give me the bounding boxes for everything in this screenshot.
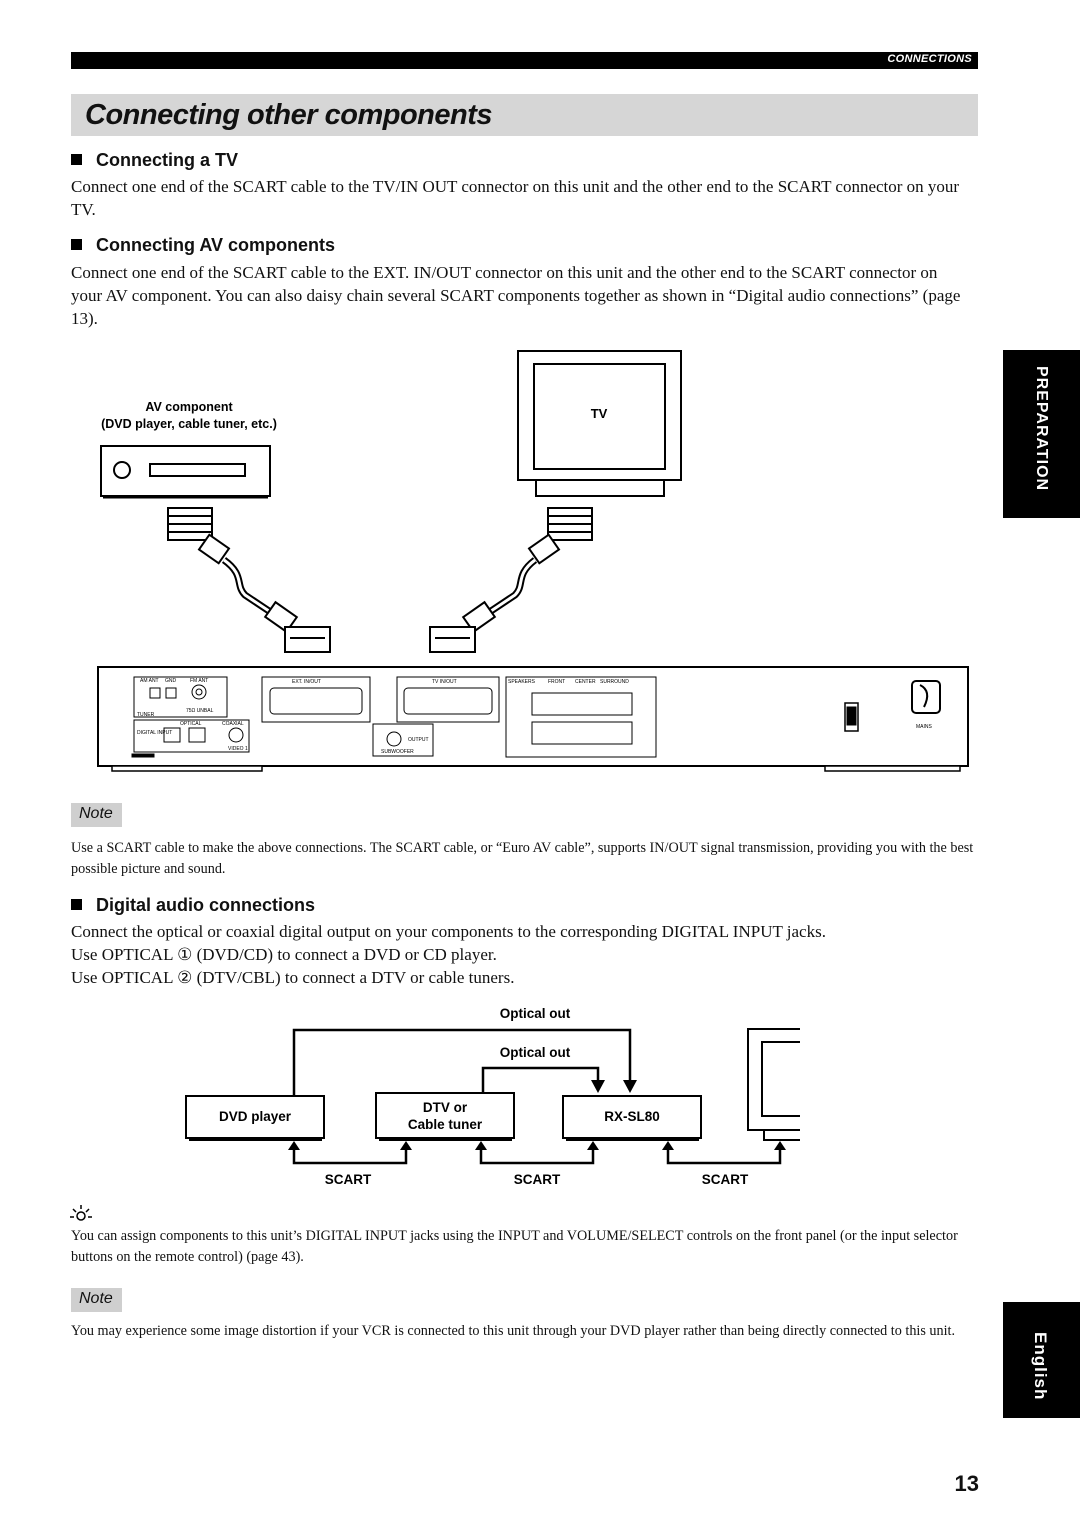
av-component-label: AV component	[145, 400, 233, 414]
heading-connecting-av: Connecting AV components	[71, 235, 335, 256]
note-label: Note	[79, 1290, 113, 1307]
svg-text:COAXIAL: COAXIAL	[222, 721, 244, 727]
svg-text:EXT. IN/OUT: EXT. IN/OUT	[292, 679, 321, 685]
svg-text:TUNER: TUNER	[137, 712, 155, 718]
tv-device	[517, 350, 682, 497]
optical-out-label-1: Optical out	[500, 1006, 571, 1021]
note-text-2: You may experience some image distortion…	[71, 1323, 956, 1339]
svg-text:CENTER: CENTER	[575, 679, 596, 685]
scart-label-3: SCART	[702, 1172, 749, 1187]
rear-panel	[97, 666, 969, 772]
svg-text:TV IN/OUT: TV IN/OUT	[432, 679, 457, 685]
paragraph-connecting-tv: Connect one end of the SCART cable to th…	[71, 177, 960, 219]
dtv-label-1: DTV or	[423, 1100, 468, 1115]
heading-connecting-tv: Connecting a TV	[71, 150, 238, 171]
scart-connection-diagram: AV component (DVD player, cable tuner, e…	[97, 350, 969, 772]
scart-label-1: SCART	[325, 1172, 372, 1187]
heading-digital-audio: Digital audio connections	[71, 895, 315, 916]
rx-sl80-label: RX-SL80	[604, 1109, 660, 1124]
page-number: 13	[954, 1471, 979, 1496]
optical-out-label-2: Optical out	[500, 1045, 571, 1060]
svg-text:SUBWOOFER: SUBWOOFER	[381, 749, 414, 755]
digital-line-3: Use OPTICAL ② (DTV/CBL) to connect a DTV…	[71, 968, 515, 987]
optical-lines	[292, 1028, 632, 1095]
svg-text:MAINS: MAINS	[916, 724, 933, 730]
note-label: Note	[79, 805, 113, 822]
svg-text:75Ω UNBAL: 75Ω UNBAL	[186, 708, 214, 714]
svg-text:SURROUND: SURROUND	[600, 679, 629, 685]
paragraph-connecting-av: Connect one end of the SCART cable to th…	[71, 263, 961, 328]
svg-text:AM ANT: AM ANT	[140, 678, 159, 684]
svg-text:FRONT: FRONT	[548, 679, 565, 685]
side-tab-english-label: English	[1031, 1332, 1050, 1401]
page-title-box: Connecting other components	[71, 94, 978, 136]
bullet-square-icon	[71, 154, 82, 165]
section-header-bar: CONNECTIONS	[71, 52, 978, 69]
digital-line-2: Use OPTICAL ① (DVD/CD) to connect a DVD …	[71, 945, 497, 964]
scart-links	[292, 1146, 782, 1165]
side-tab-preparation-label: PREPARATION	[1033, 366, 1050, 492]
lightbulb-icon	[70, 1205, 92, 1221]
side-tab-english: English	[1003, 1302, 1080, 1418]
heading-text: Digital audio connections	[96, 895, 316, 915]
rear-panel-labels: AM ANT GND FM ANT 75Ω UNBAL TUNER DIGITA…	[137, 678, 933, 755]
bullet-square-icon	[71, 899, 82, 910]
dvd-player-box	[185, 1095, 325, 1139]
tv2-box	[747, 1028, 800, 1131]
svg-text:OUTPUT: OUTPUT	[408, 737, 429, 743]
dvd-player-label: DVD player	[219, 1109, 292, 1124]
tip-text: You can assign components to this unit’s…	[71, 1228, 958, 1265]
svg-text:SPEAKERS: SPEAKERS	[508, 679, 536, 685]
svg-text:VIDEO 1: VIDEO 1	[228, 746, 248, 752]
section-header-label: CONNECTIONS	[887, 53, 972, 65]
svg-text:DIGITAL INPUT: DIGITAL INPUT	[137, 730, 172, 736]
svg-text:GND: GND	[165, 678, 177, 684]
note-badge-1: Note	[71, 803, 122, 827]
heading-text: Connecting a TV	[96, 150, 239, 170]
heading-text: Connecting AV components	[96, 235, 336, 255]
scart-cable-left	[167, 507, 331, 653]
scart-label-2: SCART	[514, 1172, 561, 1187]
svg-text:FM ANT: FM ANT	[190, 678, 208, 684]
digital-audio-diagram: Optical out Optical out DVD player DTV o…	[185, 1006, 800, 1187]
side-tab-preparation: PREPARATION	[1003, 350, 1080, 518]
svg-text:OPTICAL: OPTICAL	[180, 721, 202, 727]
bullet-square-icon	[71, 239, 82, 250]
av-component-sublabel: (DVD player, cable tuner, etc.)	[101, 417, 277, 431]
page-title: Connecting other components	[85, 99, 493, 131]
scart-cable-right	[429, 507, 593, 653]
note-text-1: Use a SCART cable to make the above conn…	[71, 840, 974, 877]
av-component-device	[100, 445, 271, 499]
dtv-label-2: Cable tuner	[408, 1117, 483, 1132]
tv-label: TV	[591, 406, 608, 421]
note-badge-2: Note	[71, 1288, 122, 1312]
digital-line-1: Connect the optical or coaxial digital o…	[71, 922, 826, 941]
